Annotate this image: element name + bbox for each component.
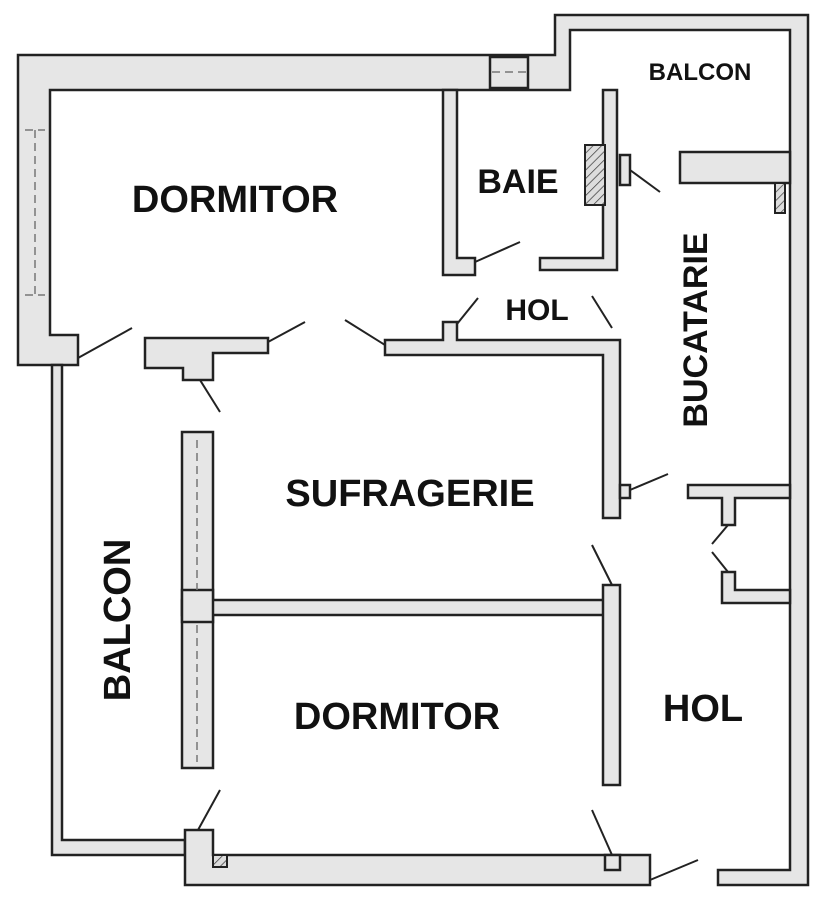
label-bucatarie: BUCATARIE [677,232,715,427]
label-balcon-left: BALCON [97,539,139,702]
room-labels: DORMITOR BAIE BALCON HOL BUCATARIE SUFRA… [97,59,751,738]
walls [16,13,810,887]
label-sufragerie: SUFRAGERIE [285,473,534,515]
door-swings [77,169,729,881]
label-dormitor-top: DORMITOR [132,179,338,221]
hatched-fixtures [212,144,786,868]
label-hol-bottom: HOL [663,688,743,730]
windows [25,71,526,762]
label-balcon-top: BALCON [649,59,752,86]
label-dormitor-bottom: DORMITOR [294,696,500,738]
label-baie: BAIE [477,163,558,201]
label-hol-top: HOL [505,294,568,327]
